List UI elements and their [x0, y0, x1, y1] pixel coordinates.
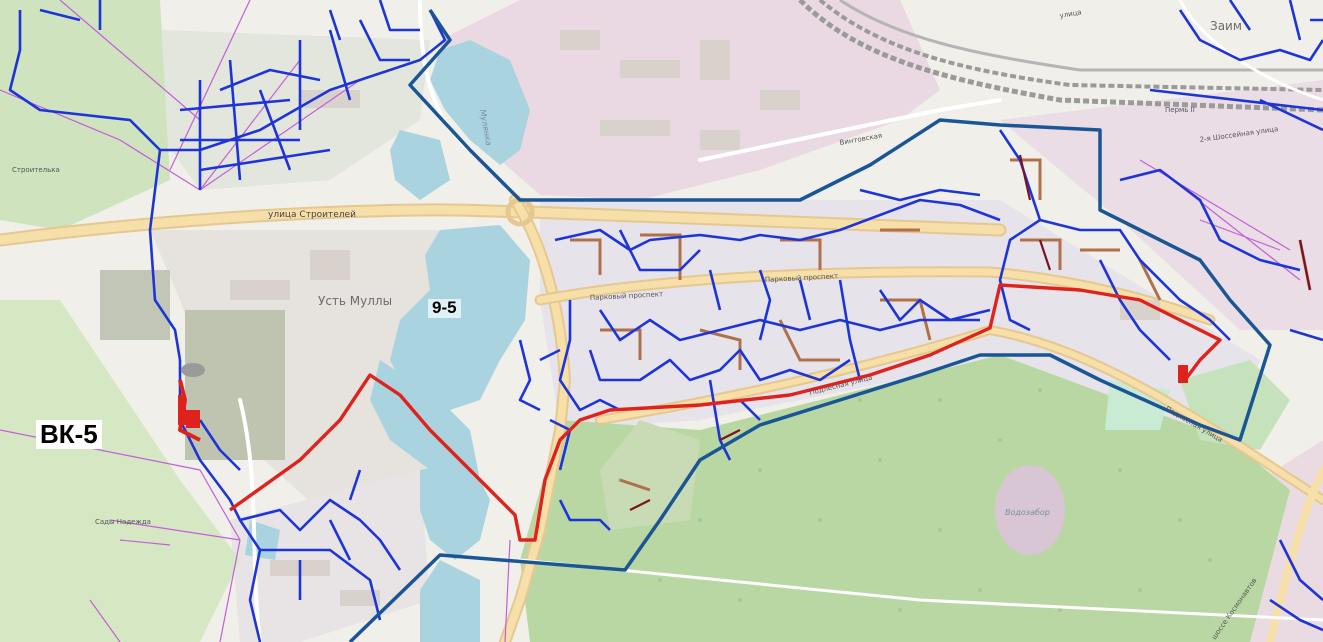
utility-network	[8, 0, 1323, 642]
zone-label-9-5: 9-5	[428, 298, 461, 318]
district-label: Усть Муллы	[318, 294, 392, 308]
place-label-nadezhda: Сады Надежда	[95, 518, 151, 526]
water-label-vodozabor: Водозабор	[1005, 508, 1050, 517]
place-label-perm: Пермь II	[1165, 106, 1195, 114]
buildings	[230, 30, 1160, 606]
marker-dot	[181, 363, 205, 377]
zone-label-bk5: ВК-5	[36, 420, 102, 449]
street-label-ulitsa: улица	[1059, 8, 1082, 20]
dark-stubs	[629, 154, 1312, 511]
street-label-parkovy-1: Парковый проспект	[590, 290, 664, 302]
railway	[798, 0, 1323, 113]
place-label-stroitelka: Строителька	[12, 166, 60, 174]
street-label-parkovy-2: Парковый проспект	[765, 272, 839, 284]
red-blocks	[178, 365, 1188, 428]
street-label-stroiteley: улица Строителей	[268, 210, 356, 220]
place-label-zaim: Заим	[1210, 19, 1242, 33]
zone-boundaries	[348, 9, 1272, 642]
